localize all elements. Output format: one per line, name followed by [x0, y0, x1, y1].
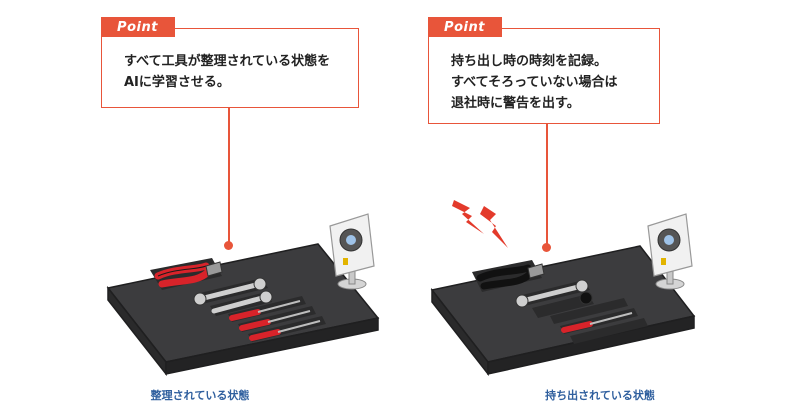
- callout-line: すべてそろっていない場合は: [451, 75, 618, 90]
- leader-dot: [224, 241, 233, 250]
- point-callout: Point 持ち出し時の時刻を記録。 すべてそろっていない場合は 退社時に警告を…: [427, 17, 660, 124]
- leader-dot: [542, 243, 551, 252]
- pliers-icon: [154, 261, 223, 288]
- camera-icon: [329, 213, 375, 290]
- panel-organized: Point すべて工具が整理されている状態を AIに学習させる。: [100, 17, 380, 402]
- taken-out-tray-illustration: [430, 200, 696, 377]
- point-tag: Point: [100, 17, 175, 37]
- point-tag: Point: [427, 17, 502, 37]
- panel-taken-out: Point 持ち出し時の時刻を記録。 すべてそろっていない場合は 退社時に警告を…: [400, 0, 800, 420]
- wrench-icon: [193, 277, 273, 314]
- leader-line: [228, 107, 230, 243]
- wrench-icon: [515, 279, 593, 308]
- callout-line: 持ち出し時の時刻を記録。: [451, 54, 608, 69]
- lightning-icon: [452, 200, 508, 248]
- tool-tray: [430, 245, 696, 377]
- camera-icon: [647, 213, 693, 290]
- leader-line: [546, 123, 548, 245]
- state-caption: 整理されている状態: [150, 389, 250, 402]
- screwdriver-icon: [561, 312, 633, 333]
- pliers-icon: [476, 263, 545, 290]
- callout-line: 退社時に警告を出す。: [451, 96, 580, 111]
- organized-tray-illustration: [106, 213, 380, 377]
- callout-line: すべて工具が整理されている状態を: [124, 54, 331, 69]
- callout-text: 持ち出し時の時刻を記録。 すべてそろっていない場合は 退社時に警告を出す。: [451, 51, 618, 114]
- callout-text: すべて工具が整理されている状態を AIに学習させる。: [124, 51, 330, 93]
- screwdriver-icon: [229, 300, 321, 341]
- state-caption: 持ち出されている状態: [545, 389, 655, 402]
- point-callout: Point すべて工具が整理されている状態を AIに学習させる。: [100, 17, 359, 108]
- callout-line: AIに学習させる。: [124, 75, 230, 90]
